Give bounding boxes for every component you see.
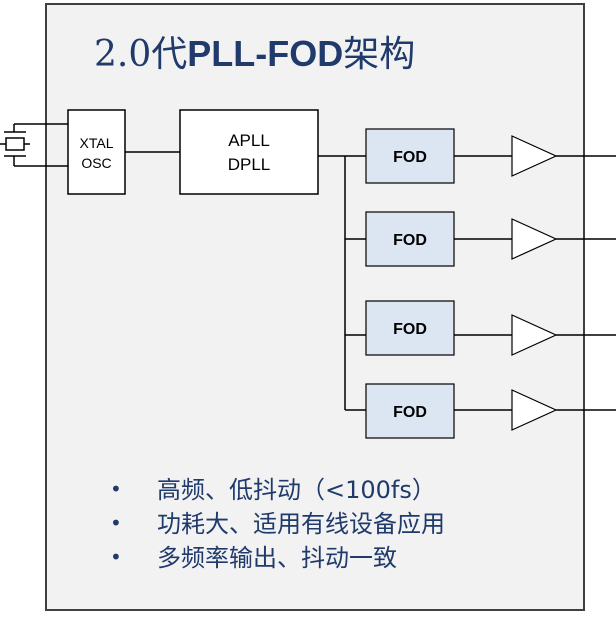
feature-item: 功耗大、适用有线设备应用 <box>157 510 445 538</box>
output-buffer-icon <box>511 218 558 260</box>
title-name: PLL-FOD <box>187 33 343 74</box>
fod-label: FOD <box>393 232 427 249</box>
fod-channel: FOD <box>365 128 616 184</box>
fod-channel: FOD <box>345 300 616 356</box>
fod-channel: FOD <box>345 383 616 439</box>
bullet-icon: • <box>110 511 122 535</box>
fod-label: FOD <box>393 404 427 421</box>
bullet-icon: • <box>110 545 122 569</box>
fod-label: FOD <box>393 149 427 166</box>
diagram-title: 2.0代PLL-FOD架构 <box>94 33 415 75</box>
crystal-icon <box>0 123 68 167</box>
pll-block <box>179 109 319 195</box>
feature-item: 多频率输出、抖动一致 <box>157 544 397 572</box>
feature-item: 高频、低抖动（<100fs） <box>157 476 436 504</box>
fod-block <box>365 211 455 267</box>
feature-list: • 高频、低抖动（<100fs） • 功耗大、适用有线设备应用 • 多频率输出、… <box>110 476 445 572</box>
fod-channel: FOD <box>345 211 616 267</box>
xtal-label: XTAL <box>80 135 114 151</box>
output-buffer-icon <box>511 314 558 356</box>
apll-label: APLL <box>228 131 270 150</box>
diagram-panel <box>45 3 585 611</box>
fod-label: FOD <box>393 321 427 338</box>
fod-block <box>365 300 455 356</box>
fod-block <box>365 383 455 439</box>
osc-label: OSC <box>81 155 111 171</box>
bullet-icon: • <box>110 477 122 501</box>
title-version: 2.0代 <box>94 34 187 75</box>
xtal-osc-block <box>67 109 126 195</box>
title-suffix: 架构 <box>343 34 415 75</box>
dpll-label: DPLL <box>228 155 271 174</box>
output-buffer-icon <box>511 389 558 431</box>
output-buffer-icon <box>511 135 558 177</box>
